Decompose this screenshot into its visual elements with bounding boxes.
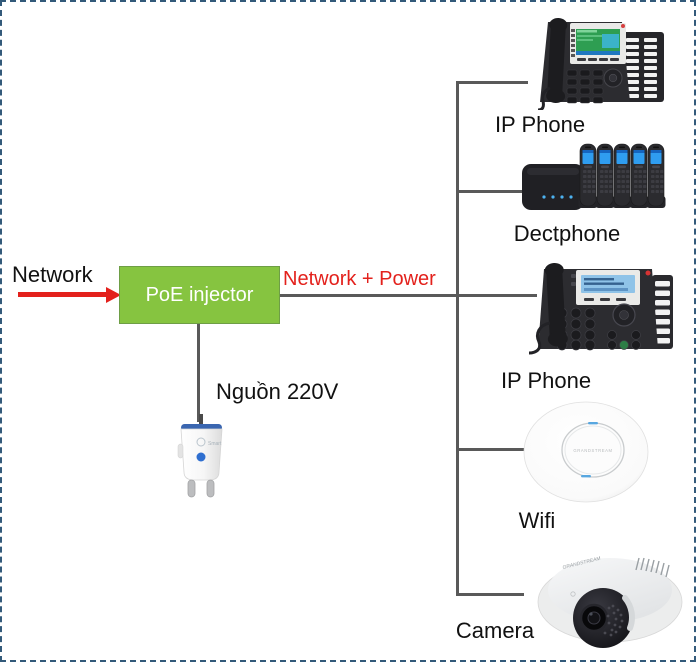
poe-injector-box: PoE injector — [119, 266, 280, 324]
plug-pin — [187, 479, 196, 498]
connector-branch-camera — [456, 593, 524, 596]
camera-vents — [635, 557, 670, 578]
wifi-ap-image: GRANDSTREAM — [523, 401, 649, 503]
network-power-label: Network + Power — [283, 268, 436, 290]
dect-base-station — [522, 164, 584, 210]
power-plug-image: Smart — [177, 414, 223, 498]
connector-branch-wifi — [456, 448, 526, 451]
camera-ir-leds — [603, 604, 624, 637]
plug-pin — [206, 479, 215, 498]
dectphone-image — [522, 143, 666, 210]
network-arrow — [18, 292, 107, 297]
connector-branch-dectphone — [456, 190, 522, 193]
ip-phone-top-image — [537, 18, 664, 110]
camera-image: GRANDSTREAM — [537, 556, 683, 648]
phone-cord — [528, 321, 551, 355]
phone-keypad — [566, 69, 604, 104]
connector-injector-to-trunk — [279, 294, 537, 297]
power-220v-label: Nguồn 220V — [216, 379, 339, 404]
camera-label: Camera — [455, 618, 535, 643]
network-arrow-head-icon — [106, 287, 121, 303]
dectphone-label: Dectphone — [513, 221, 621, 246]
svg-text:Smart: Smart — [208, 441, 222, 447]
ip-phone-middle-label: IP Phone — [500, 368, 592, 393]
ip-phone-middle-image — [528, 263, 673, 355]
connector-trunk-vertical — [456, 81, 459, 596]
poe-injector-label: PoE injector — [145, 283, 254, 306]
svg-text:GRANDSTREAM: GRANDSTREAM — [573, 448, 612, 453]
plug-button — [196, 452, 206, 462]
ip-phone-top-label: IP Phone — [494, 112, 586, 137]
wifi-label: Wifi — [518, 508, 556, 533]
phone-handset — [547, 20, 566, 101]
phone-handset — [546, 265, 566, 344]
dect-handsets — [578, 143, 666, 208]
connector-injector-to-plug — [197, 324, 200, 422]
phone-cord — [537, 86, 551, 110]
connector-branch-ip-phone-top — [456, 81, 528, 84]
plug-cord — [199, 414, 203, 426]
network-source-label: Network — [12, 262, 93, 287]
